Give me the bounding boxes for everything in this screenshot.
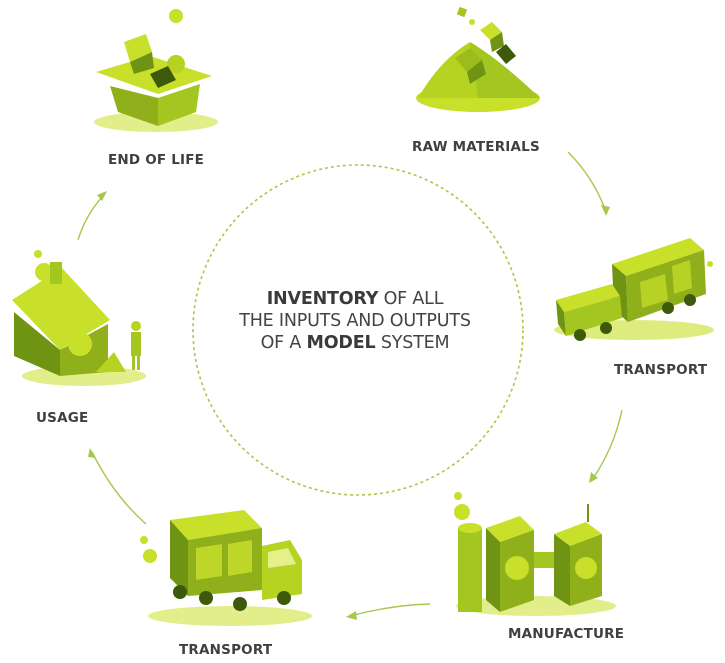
label-manufacture: MANUFACTURE bbox=[508, 626, 625, 642]
label-transport-right: TRANSPORT bbox=[614, 362, 708, 378]
arrow-raw-to-transport bbox=[567, 151, 607, 213]
arrowhead-2 bbox=[589, 472, 598, 483]
center-statement: INVENTORY OF ALL THE INPUTS AND OUTPUTS … bbox=[190, 288, 520, 354]
arrow-transport-to-manufacture bbox=[591, 409, 623, 481]
center-line-3-post: SYSTEM bbox=[375, 333, 450, 353]
arrow-usage-to-end bbox=[77, 194, 105, 241]
center-line-3: OF A MODEL SYSTEM bbox=[190, 332, 520, 354]
arrow-manufacture-to-transport bbox=[349, 603, 431, 617]
arrowhead-3 bbox=[346, 611, 357, 620]
flow-arrows bbox=[77, 151, 623, 617]
raw-materials-icon bbox=[416, 6, 540, 112]
label-raw-materials: RAW MATERIALS bbox=[412, 139, 540, 155]
center-line-1-rest: OF ALL bbox=[378, 289, 444, 309]
factory-icon bbox=[454, 492, 616, 616]
house-icon bbox=[12, 250, 146, 386]
center-line-1: INVENTORY OF ALL bbox=[190, 288, 520, 310]
center-line-2: THE INPUTS AND OUTPUTS bbox=[239, 311, 471, 331]
arrowhead-5 bbox=[97, 191, 107, 201]
truck-icon bbox=[140, 510, 312, 626]
bin-icon bbox=[94, 9, 218, 132]
center-line-3-pre: OF A bbox=[260, 333, 307, 353]
label-usage: USAGE bbox=[36, 410, 89, 426]
center-dashed-circle bbox=[192, 164, 524, 496]
label-transport-bottom: TRANSPORT bbox=[179, 642, 273, 658]
label-end-of-life: END OF LIFE bbox=[108, 152, 205, 168]
arrowhead-4 bbox=[88, 448, 96, 458]
arrow-heads bbox=[88, 191, 610, 620]
arrowhead-1 bbox=[601, 205, 610, 216]
keyword-model: MODEL bbox=[306, 333, 376, 353]
truck-icon bbox=[554, 238, 714, 341]
keyword-inventory: INVENTORY bbox=[266, 289, 379, 309]
arrow-transport-to-usage bbox=[91, 451, 147, 525]
